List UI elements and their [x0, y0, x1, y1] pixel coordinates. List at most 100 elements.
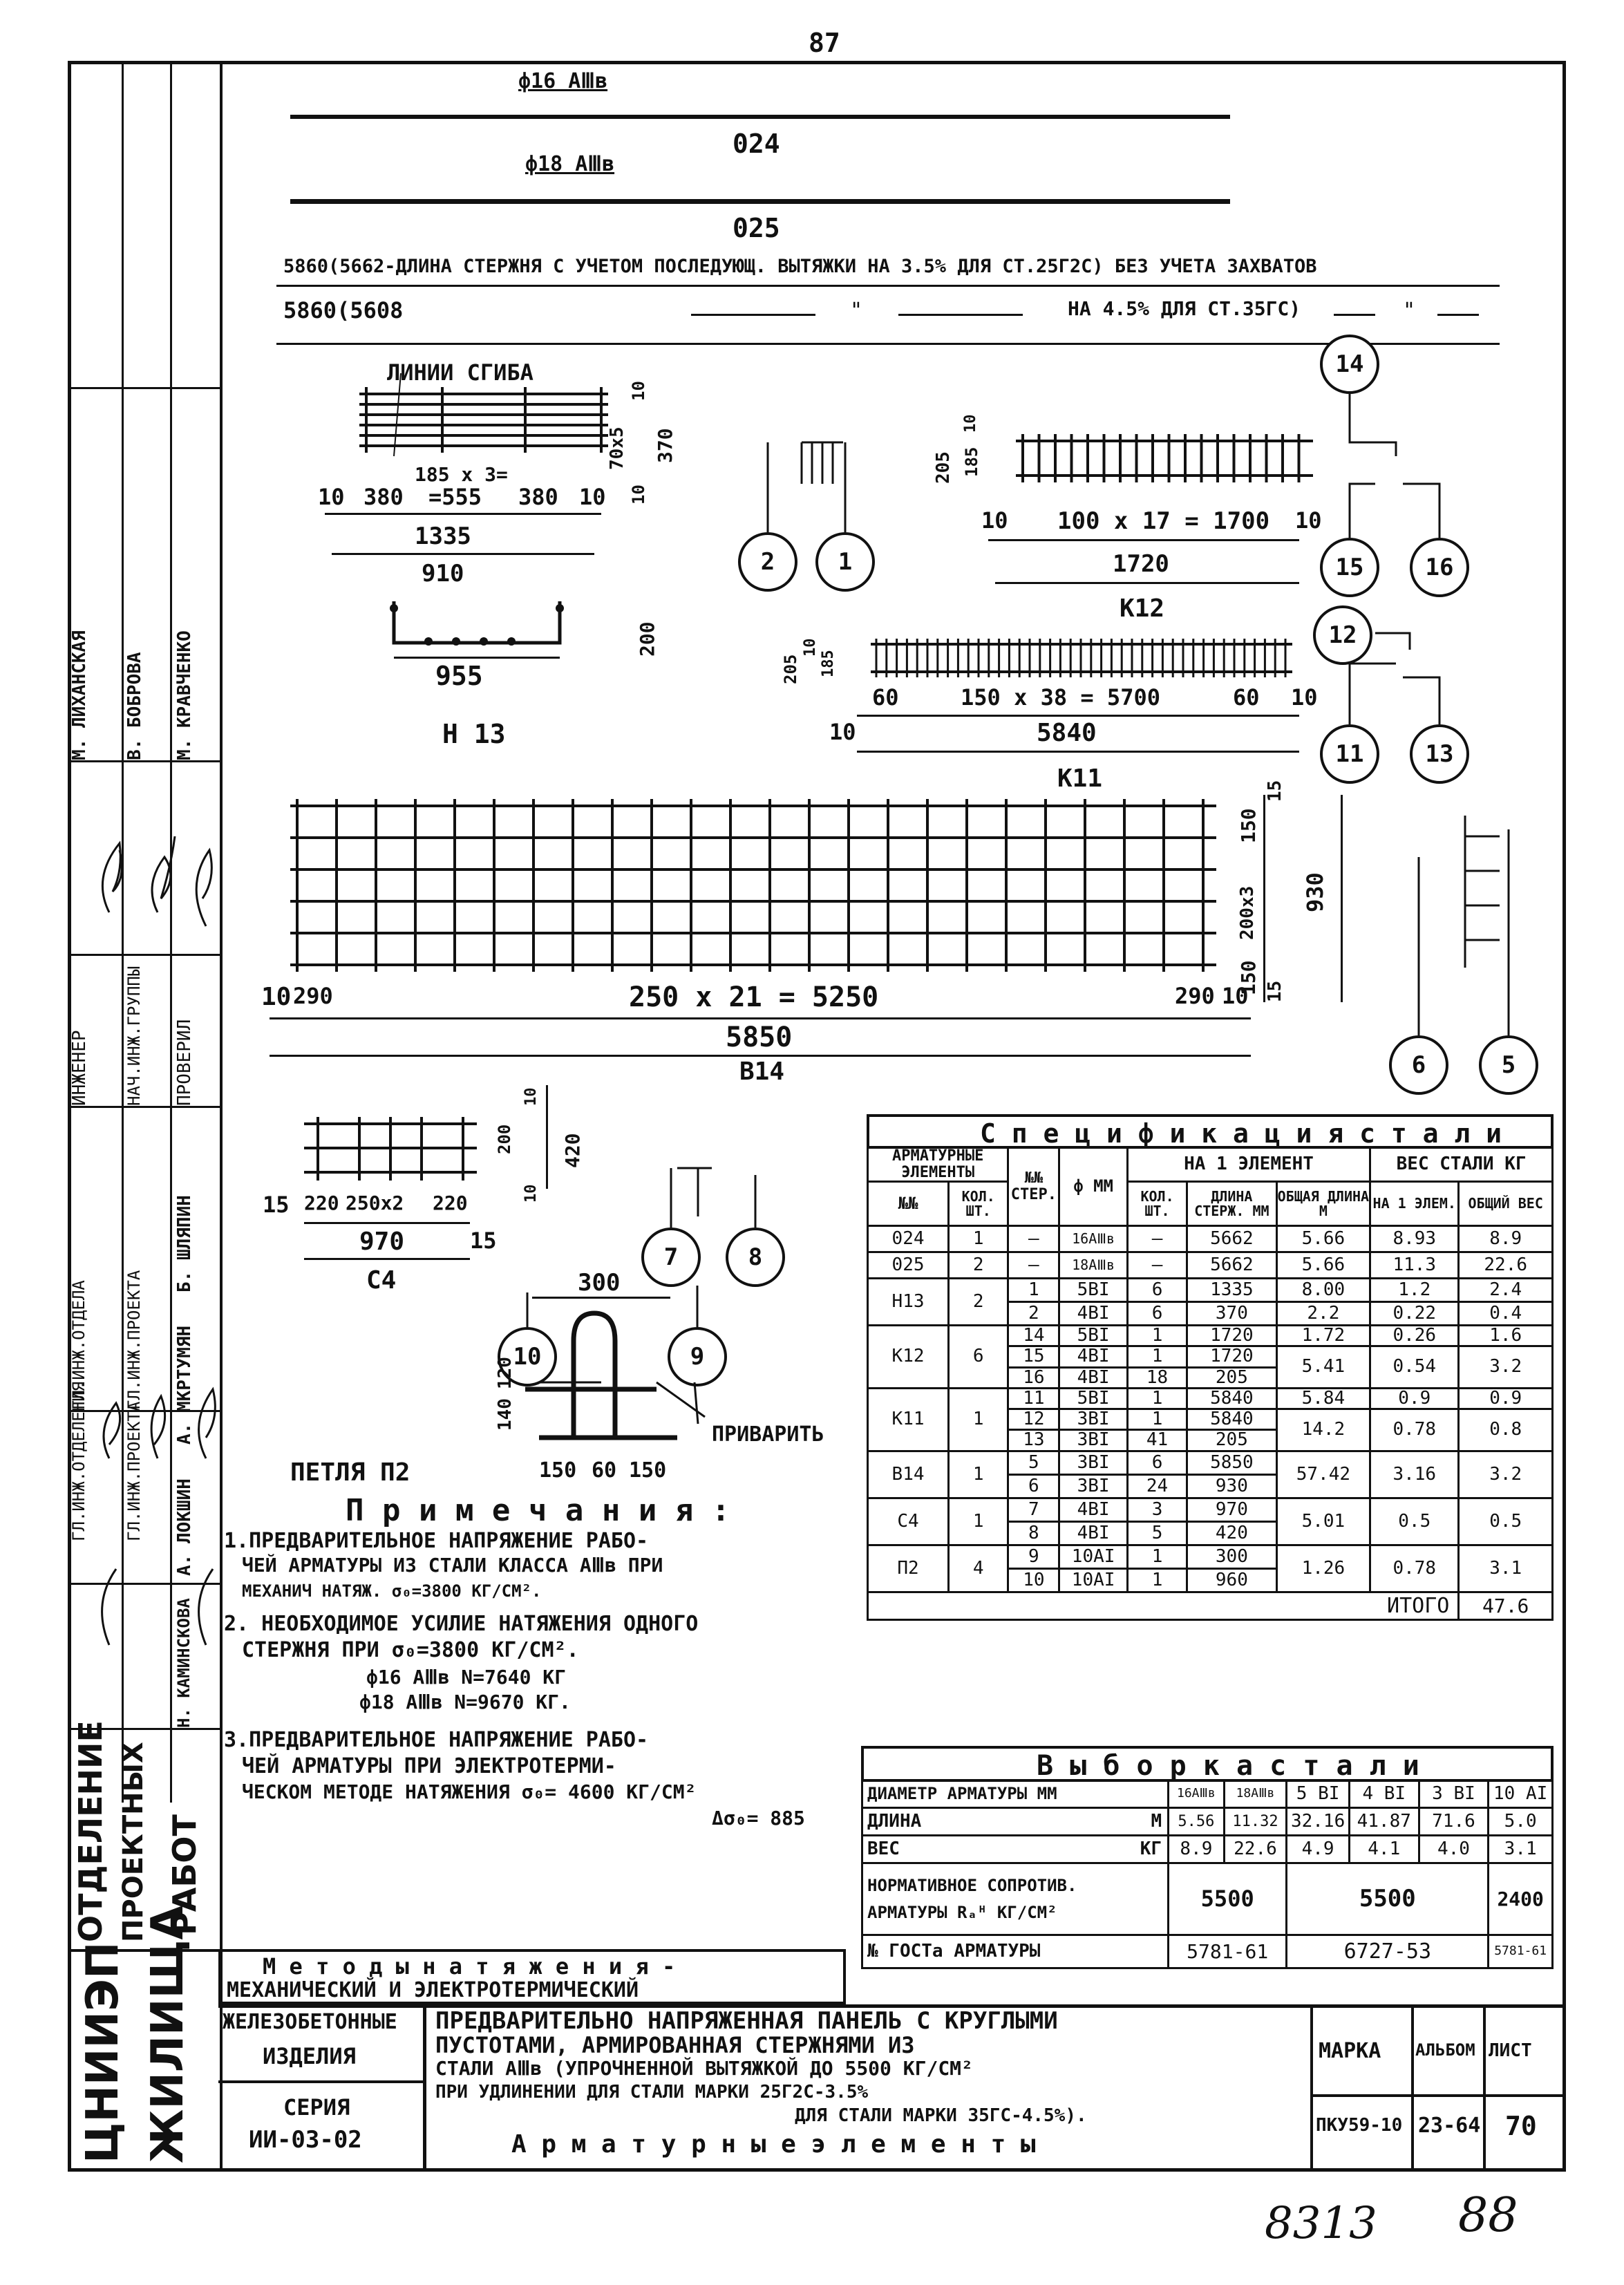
note-1-line-2: ЧЕЙ АРМАТУРЫ ИЗ СТАЛИ КЛАССА AⅢв ПРИ [242, 1554, 663, 1577]
spec-cell: 1 [947, 1496, 1010, 1546]
spec-cell: К12 [866, 1324, 950, 1389]
tb-series-2: ИИ-03-02 [249, 2126, 362, 2154]
spec-cell: 3BI [1058, 1408, 1129, 1431]
callout-13: 13 [1410, 724, 1469, 784]
c4-label: С4 [366, 1266, 397, 1295]
spec-cell: – [1007, 1251, 1061, 1279]
c4-dim-15b: 15 [470, 1228, 497, 1254]
spec-cell: 24 [1126, 1473, 1189, 1499]
spec-cell: 1335 [1186, 1277, 1278, 1303]
sel-col-3: 5 BI [1296, 1783, 1340, 1804]
spec-cell: П2 [866, 1543, 950, 1593]
spec-cell: 2 [947, 1251, 1010, 1279]
spec-cell: 0.54 [1369, 1345, 1460, 1389]
tb-v-mark: ПКУ59-10 [1316, 2115, 1403, 2136]
spec-cell: 1 [1126, 1345, 1189, 1369]
spec-cell: 14 [1007, 1324, 1061, 1348]
spec-cell: 6 [1126, 1277, 1189, 1303]
spec-cell: 10 [1007, 1567, 1061, 1593]
sel-wt: 4.1 [1348, 1834, 1420, 1864]
spec-cell: 5BI [1058, 1386, 1129, 1411]
spec-cell: 1 [947, 1225, 1010, 1253]
spec-cell: 18 [1126, 1366, 1189, 1389]
spec-cell: 6 [1007, 1473, 1061, 1499]
spec-cell: 8.00 [1275, 1277, 1372, 1303]
spec-cell: 15 [1007, 1345, 1061, 1369]
loop-weld-label: ПРИВАРИТЬ [712, 1422, 824, 1447]
k11-dim-205: 205 [781, 654, 800, 684]
sel-col-2: 18AⅢв [1236, 1786, 1275, 1801]
c4-dim-15a: 15 [263, 1192, 290, 1218]
spec-cell: 6 [947, 1324, 1010, 1389]
spec-cell: 300 [1186, 1543, 1278, 1570]
spec-cell: – [1126, 1225, 1189, 1253]
spec-cell: 970 [1186, 1496, 1278, 1523]
sel-wt: 4.0 [1417, 1834, 1490, 1864]
callout-9: 9 [668, 1327, 727, 1386]
spec-cell: 025 [866, 1251, 950, 1279]
spec-cell: 4BI [1058, 1301, 1129, 1326]
b14-dim-200x3: 200x3 [1237, 885, 1258, 940]
spec-cell: 4BI [1058, 1520, 1129, 1546]
page-number-handwritten: 88 [1458, 2188, 1518, 2243]
callout-6: 6 [1389, 1035, 1448, 1095]
spec-cell: 1.2 [1369, 1277, 1460, 1303]
tb-desc-1: ПРЕДВАРИТЕЛЬНО НАПРЯЖЕННАЯ ПАНЕЛЬ С КРУГ… [435, 2007, 1058, 2035]
loop-drawing [525, 1310, 677, 1440]
spec-h-rod-len: ДЛИНА СТЕРЖ. ММ [1194, 1187, 1269, 1219]
spec-cell: 1 [1126, 1543, 1189, 1570]
callout-5: 5 [1479, 1035, 1538, 1095]
bar-length-note-2b: " [850, 299, 863, 323]
note-1-line-3: МЕХАНИЧ НАТЯЖ. σ₀=3800 КГ/СМ². [242, 1581, 542, 1601]
sel-norm-1: 5500 [1167, 1862, 1288, 1936]
k11-dim-60b: 60 [1233, 684, 1260, 711]
k12-dim-10: 10 [962, 414, 979, 433]
callout-8: 8 [726, 1228, 785, 1287]
n13-dim-10a: 10 [318, 484, 345, 510]
spec-cell: 10AI [1058, 1543, 1129, 1570]
spec-cell: 5662 [1186, 1251, 1278, 1279]
k11-dim-150: 150 x 38 = 5700 [961, 684, 1160, 711]
spec-cell: 5BI [1058, 1277, 1129, 1303]
spec-cell: 5.66 [1275, 1225, 1372, 1253]
spec-cell: 1720 [1186, 1345, 1278, 1369]
spec-cell: 0.4 [1457, 1301, 1554, 1326]
tb-desc-2: ПУСТОТАМИ, АРМИРОВАННАЯ СТЕРЖНЯМИ ИЗ [435, 2032, 915, 2058]
k12-dim-1720: 1720 [1113, 550, 1169, 578]
spec-cell: 8.93 [1369, 1225, 1460, 1253]
k11-dim-10b: 10 [1291, 684, 1318, 711]
sel-wt-unit: КГ [1140, 1838, 1162, 1859]
k11-dim-185: 185 [820, 650, 837, 677]
spec-cell: 4 [947, 1543, 1010, 1593]
n13-dim-555: =555 [428, 484, 482, 510]
spec-cell: 5840 [1186, 1386, 1278, 1411]
spec-cell: 1.72 [1275, 1324, 1372, 1348]
sel-col-5: 3 BI [1432, 1783, 1475, 1804]
b14-dim-290a: 290 [293, 983, 333, 1009]
spec-cell: 5 [1007, 1449, 1061, 1476]
spec-cell: 6 [1126, 1449, 1189, 1476]
k12-label: К12 [1120, 594, 1165, 623]
tb-v-sheet: 70 [1505, 2111, 1537, 2141]
spec-cell: 370 [1186, 1301, 1278, 1326]
spec-cell: К11 [866, 1386, 950, 1452]
loop-dim-150a: 150 [539, 1458, 577, 1483]
tb-desc-5: ДЛЯ СТАЛИ МАРКИ 35ГС-4.5%). [795, 2105, 1087, 2126]
spec-cell: – [1007, 1225, 1061, 1253]
sel-wt: 4.9 [1285, 1834, 1350, 1864]
spec-cell: Н13 [866, 1277, 950, 1326]
spec-total-value: 47.6 [1482, 1594, 1529, 1617]
sel-norm-2: 5500 [1285, 1862, 1490, 1936]
spec-cell: 0.9 [1369, 1386, 1460, 1411]
spec-cell: 205 [1186, 1429, 1278, 1452]
k12-dim-185: 185 [962, 446, 981, 477]
note-2-line-3: ф16 AⅢв N=7640 КГ [366, 1666, 567, 1689]
spec-h-per-elem: НА 1 ЭЛЕМЕНТ [1184, 1153, 1314, 1174]
n13-bend-lines-label: ЛИНИИ СГИБА [387, 359, 534, 386]
callout-12: 12 [1313, 605, 1372, 665]
n13-dim-380b: 380 [518, 484, 558, 510]
spec-cell: 5BI [1058, 1324, 1129, 1348]
c4-dim-220a: 220 [304, 1192, 339, 1214]
c4-mesh-drawing [304, 1117, 477, 1181]
loop-dim-300: 300 [578, 1269, 621, 1297]
